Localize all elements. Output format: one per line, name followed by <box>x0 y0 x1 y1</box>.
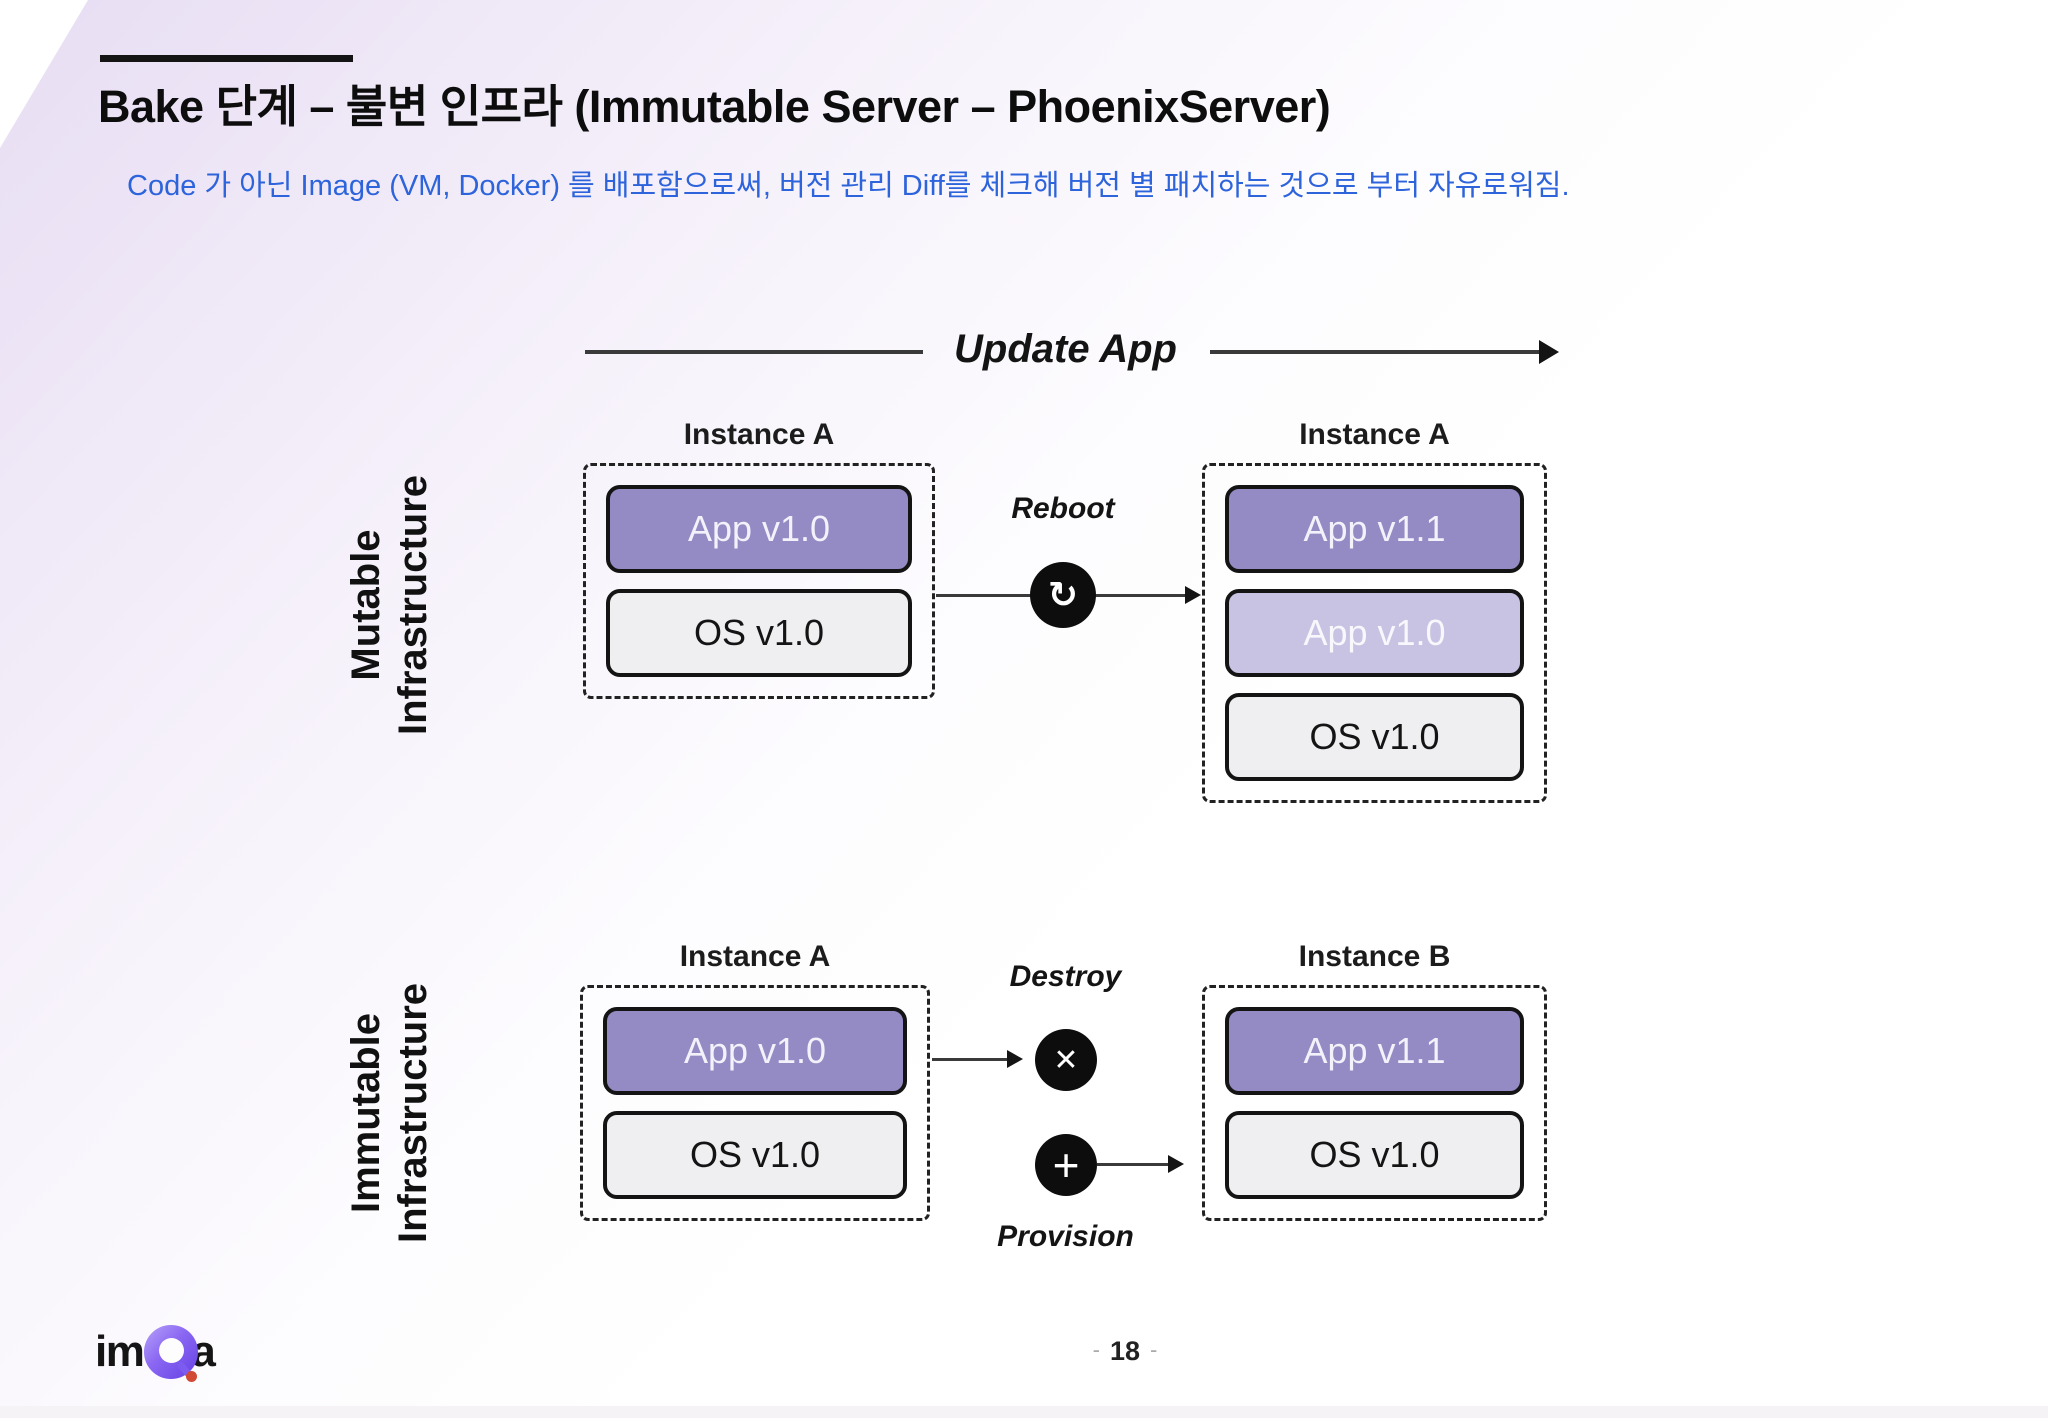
update-arrow-line-left <box>585 350 923 354</box>
layer-os: OS v1.0 <box>1225 1111 1524 1199</box>
instance-mutable-after: Instance A App v1.1 App v1.0 OS v1.0 <box>1202 418 1547 803</box>
page-number-value: 18 <box>1109 1336 1141 1366</box>
page-number-dash: - <box>1150 1337 1158 1362</box>
bottom-edge-strip <box>0 1406 2048 1418</box>
side-label-line: Infrastructure <box>391 982 436 1244</box>
instance-title: Instance A <box>683 418 835 451</box>
instance-title: Instance A <box>679 940 831 973</box>
imqa-logo: im a <box>95 1322 216 1382</box>
provision-label: Provision <box>997 1220 1134 1253</box>
page-number: -18- <box>1075 1336 1175 1367</box>
update-arrow-line-right <box>1210 340 1559 364</box>
logo-text-im: im <box>95 1327 145 1376</box>
side-label-immutable: Immutable Infrastructure <box>343 943 453 1283</box>
title-underline <box>100 55 353 62</box>
layer-app-faded: App v1.0 <box>1225 589 1524 677</box>
layer-app: App v1.1 <box>1225 1007 1524 1095</box>
layer-app: App v1.0 <box>606 485 912 573</box>
layer-os: OS v1.0 <box>603 1111 907 1199</box>
reboot-icon: ↻ <box>1030 562 1096 628</box>
instance-box: App v1.0 OS v1.0 <box>583 463 935 699</box>
destroy-label: Destroy <box>1009 960 1122 993</box>
logo-red-dot <box>186 1371 198 1382</box>
side-label-mutable: Mutable Infrastructure <box>343 435 453 775</box>
subtitle: Code 가 아닌 Image (VM, Docker) 를 배포함으로써, 버… <box>127 170 1570 202</box>
side-label-line: Mutable <box>344 529 388 681</box>
instance-immutable-after: Instance B App v1.1 OS v1.0 <box>1202 940 1547 1221</box>
instance-mutable-before: Instance A App v1.0 OS v1.0 <box>583 418 935 699</box>
instance-box: App v1.1 OS v1.0 <box>1202 985 1547 1221</box>
update-app-label: Update App <box>954 327 1177 371</box>
instance-box: App v1.1 App v1.0 OS v1.0 <box>1202 463 1547 803</box>
layer-os: OS v1.0 <box>1225 693 1524 781</box>
instance-title: Instance B <box>1298 940 1451 973</box>
destroy-arrow <box>932 1050 1023 1068</box>
destroy-icon: ✕ <box>1035 1029 1097 1091</box>
side-label-line: Immutable <box>344 1012 388 1214</box>
instance-box: App v1.0 OS v1.0 <box>580 985 930 1221</box>
page-number-dash: - <box>1092 1337 1100 1362</box>
layer-app: App v1.0 <box>603 1007 907 1095</box>
logo-q-magnifier-icon <box>144 1325 199 1382</box>
instance-immutable-before: Instance A App v1.0 OS v1.0 <box>580 940 930 1221</box>
reboot-label: Reboot <box>1011 492 1115 525</box>
page-title: Bake 단계 – 불변 인프라 (Immutable Server – Pho… <box>98 81 1331 132</box>
layer-app: App v1.1 <box>1225 485 1524 573</box>
provision-icon: + <box>1035 1134 1097 1196</box>
instance-title: Instance A <box>1299 418 1450 451</box>
side-label-line: Infrastructure <box>391 474 436 736</box>
provision-arrow <box>1097 1155 1184 1173</box>
layer-os: OS v1.0 <box>606 589 912 677</box>
